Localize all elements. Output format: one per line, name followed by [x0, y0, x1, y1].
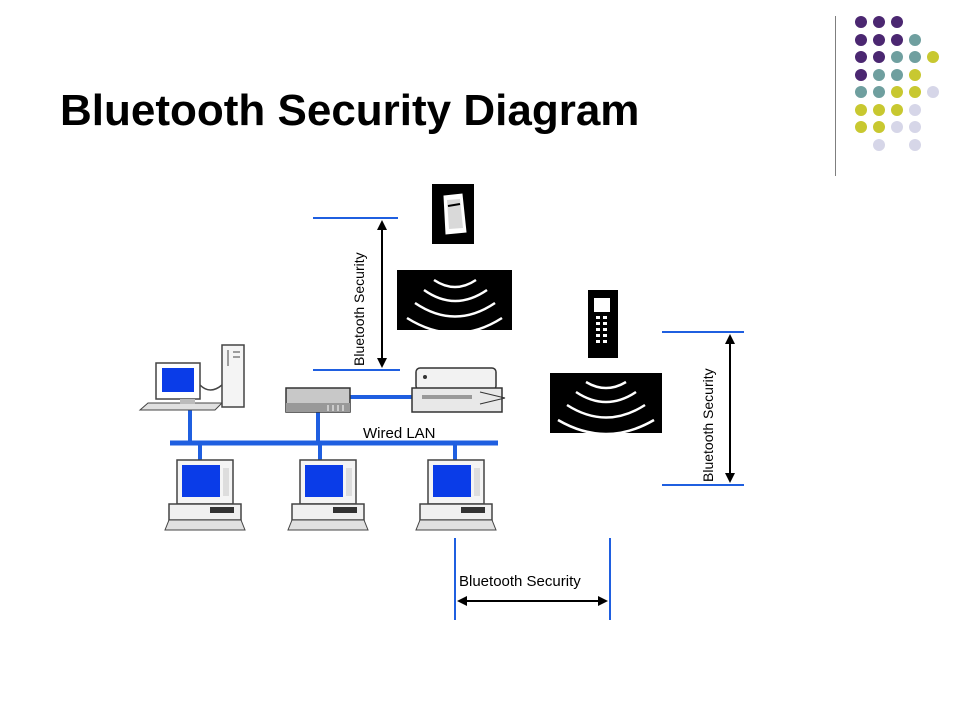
mobile-phone-icon — [588, 290, 618, 358]
wired-lan-label: Wired LAN — [363, 425, 436, 442]
desktop-computer-icon — [415, 459, 497, 531]
desktop-computer-with-tower-icon — [138, 344, 245, 411]
decorative-dot-grid — [855, 16, 939, 151]
security-label-bottom: Bluetooth Security — [459, 573, 581, 590]
dot-row-6 — [855, 104, 921, 116]
dot-row-2 — [855, 34, 921, 46]
security-range-bracket-bottom — [454, 538, 611, 620]
network-hub-icon — [285, 387, 351, 413]
dot-row-5 — [855, 86, 939, 98]
radio-waves-upper-icon — [397, 270, 512, 335]
security-label-right: Bluetooth Security — [700, 368, 716, 482]
dot-row-3 — [855, 51, 939, 63]
security-range-bracket-left — [313, 217, 398, 371]
handheld-device-icon — [432, 184, 474, 244]
wired-lan-bus — [170, 369, 498, 460]
desktop-computer-icon — [287, 459, 369, 531]
bluetooth-access-point-printer-icon — [411, 367, 506, 413]
dot-row-1 — [855, 16, 903, 28]
security-range-bracket-right — [662, 331, 744, 486]
dot-row-4 — [855, 69, 921, 81]
security-label-left: Bluetooth Security — [351, 252, 367, 366]
desktop-computer-icon — [164, 459, 246, 531]
slide-title: Bluetooth Security Diagram — [60, 86, 640, 135]
radio-waves-lower-icon — [550, 373, 662, 436]
dot-row-7 — [855, 121, 921, 133]
dot-row-8 — [873, 139, 921, 151]
title-divider — [835, 16, 836, 176]
